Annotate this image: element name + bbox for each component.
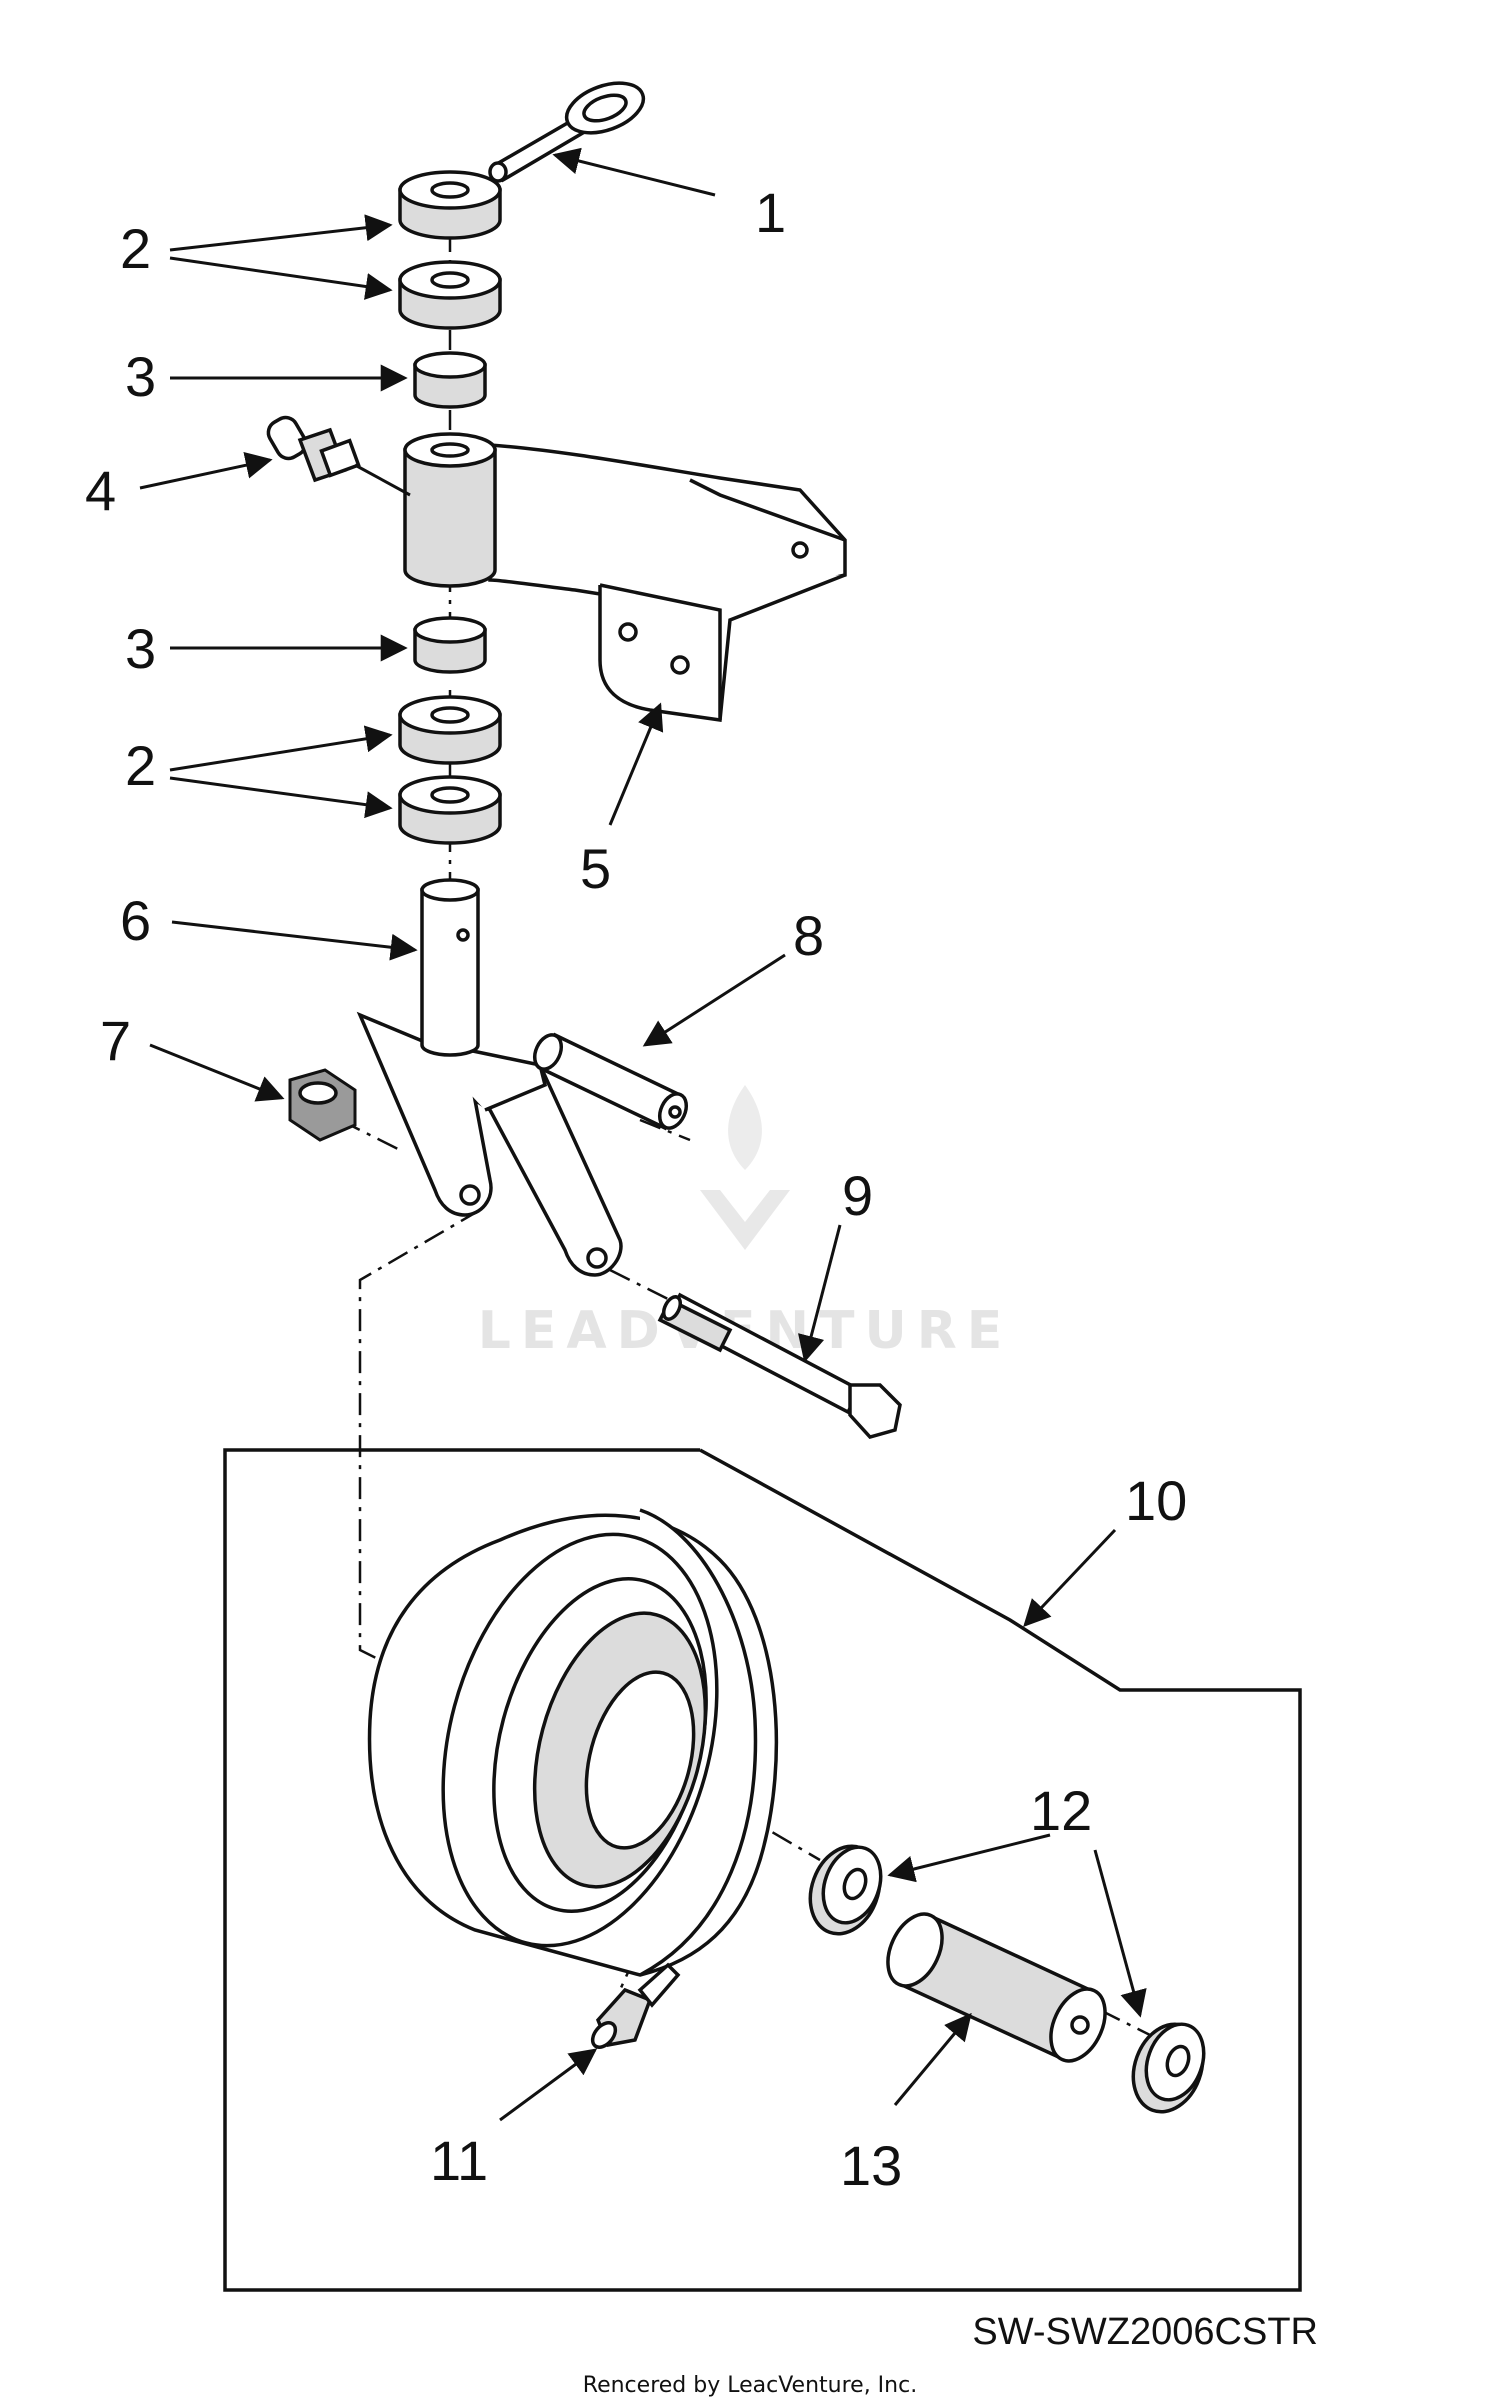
callout-13: 13 [840, 2134, 902, 2197]
callout-4: 4 [85, 459, 116, 522]
callout-6: 6 [120, 889, 151, 952]
part-3-bushing-upper [413, 351, 487, 409]
part-2-spacer-upper-b [398, 260, 502, 330]
callout-12: 12 [1030, 1779, 1092, 1842]
callout-3-upper: 3 [125, 345, 156, 408]
part-7-lock-nut [288, 1068, 357, 1142]
part-13-axle-sleeve [886, 1912, 1107, 2063]
part-3-bushing-lower [413, 616, 487, 674]
callout-1: 1 [755, 181, 786, 244]
leader-arrows [139, 147, 1147, 2122]
render-credit: Rencered by LeacVenture, Inc. [583, 2373, 917, 2398]
wheel-tire [367, 1508, 779, 1977]
callout-7: 7 [100, 1009, 131, 1072]
drawing-code: SW-SWZ2006CSTR [972, 2311, 1318, 2353]
part-11-grease-fitting [590, 1962, 681, 2049]
callout-8: 8 [793, 904, 824, 967]
callout-2-lower: 2 [125, 734, 156, 797]
part-2-spacer-upper-a [398, 170, 502, 240]
callout-9: 9 [842, 1164, 873, 1227]
part-5-caster-arm [403, 432, 847, 722]
callout-11: 11 [430, 2129, 488, 2192]
part-2-spacer-lower-b [398, 775, 502, 845]
part-2-spacer-lower-a [398, 695, 502, 765]
part-4-grease-fitting [266, 415, 361, 483]
part-12-spacer-b [1131, 2022, 1206, 2114]
callout-10: 10 [1125, 1469, 1187, 1532]
part-1-lynch-pin [488, 81, 646, 183]
part-8-spacer-tube [532, 1032, 689, 1131]
callout-5: 5 [580, 837, 611, 900]
callout-3-lower: 3 [125, 617, 156, 680]
part-12-spacer-a [808, 1844, 883, 1936]
callout-2-upper: 2 [120, 217, 151, 280]
part-10-wheel-assembly-frame [223, 1448, 1302, 2292]
callout-labels: 1 2 3 4 5 3 2 6 7 8 9 10 12 11 13 [85, 181, 1187, 2197]
part-6-caster-fork [356, 878, 623, 1277]
